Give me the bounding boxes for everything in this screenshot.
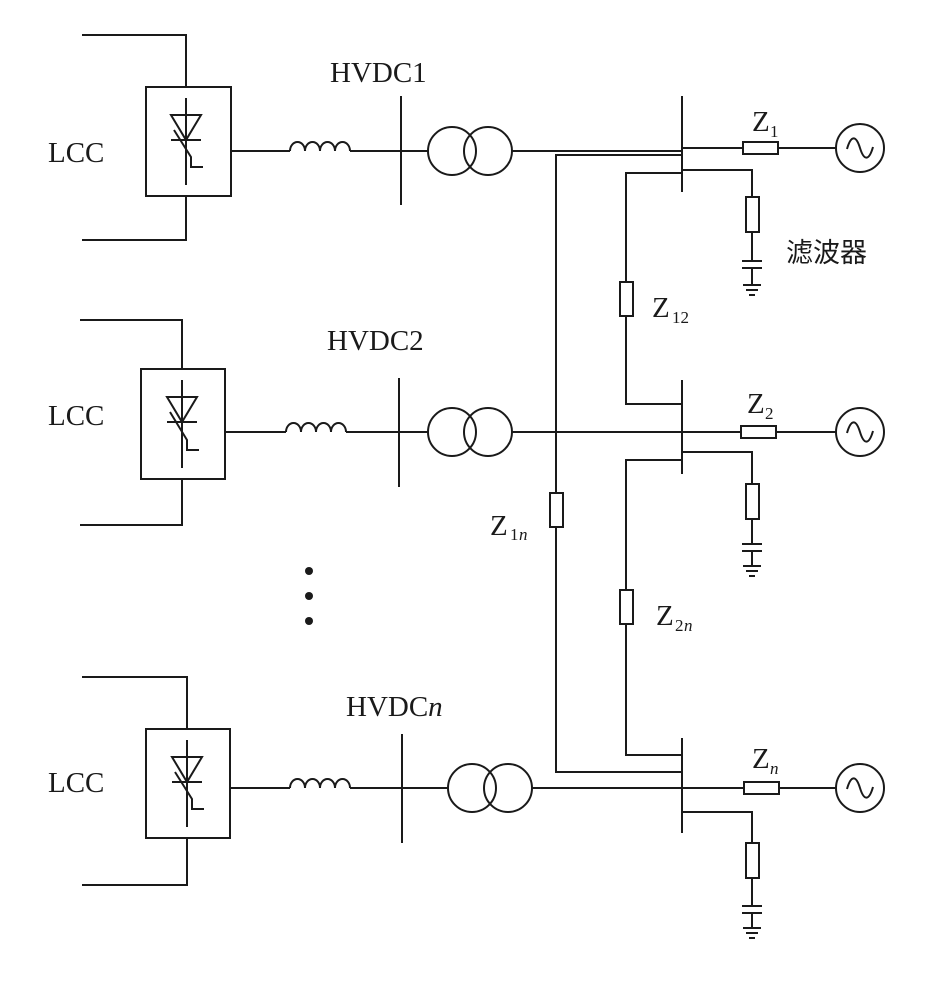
lcc-box-n (145, 728, 231, 839)
transformer-icon (427, 407, 477, 457)
impedance-z2 (740, 425, 777, 439)
dc-line-bottom-1 (82, 196, 187, 241)
converter-1: LCC HVDC1 (48, 34, 682, 241)
dc-line-top-1 (82, 34, 187, 87)
wire (625, 459, 682, 590)
thyristor-icon (165, 380, 199, 468)
impedance-zn (743, 781, 780, 795)
sine-wave-icon (846, 777, 874, 799)
wire (682, 169, 753, 197)
ac-source-icon (835, 763, 885, 813)
source-branch-n: Zn (682, 743, 885, 813)
dc-line-top-n (82, 676, 188, 729)
transformer-icon (463, 407, 513, 457)
source-branch-2: Z2 (682, 388, 885, 457)
filter-n (682, 811, 762, 939)
filter-resistor (745, 842, 760, 879)
wire (682, 811, 753, 843)
hvdc-label-2: HVDC2 (327, 325, 424, 357)
z1-label: Z1 (752, 106, 779, 141)
sine-wave-icon (846, 421, 874, 443)
transformer-icon (427, 126, 477, 176)
zn-label: Zn (752, 743, 779, 778)
smoothing-reactor-icon (289, 778, 351, 789)
dc-line-top-2 (80, 319, 183, 369)
wire (625, 172, 682, 282)
wire (682, 451, 753, 484)
dc-line-bottom-n (82, 838, 188, 886)
hvdc-label-n: HVDCn (346, 691, 443, 723)
ac-source-icon (835, 123, 885, 173)
wire (625, 624, 682, 756)
transformer-icon (447, 763, 497, 813)
ground-icon (743, 565, 761, 577)
lcc-label-n: LCC (48, 767, 104, 799)
impedance-z12 (619, 281, 634, 317)
transformer-icon (463, 126, 513, 176)
wire (555, 154, 682, 493)
z2-label: Z2 (747, 388, 774, 423)
source-branch-1: Z1 (682, 106, 885, 173)
ellipsis-dot (305, 592, 313, 600)
ellipsis-dot (305, 617, 313, 625)
converter-n: LCC HVDCn (48, 676, 682, 886)
impedance-z2n (619, 589, 634, 625)
ac-source-icon (835, 407, 885, 457)
filter-1: 滤波器 (682, 169, 867, 296)
ground-icon (743, 284, 761, 296)
converter-2: LCC HVDC2 (48, 319, 682, 526)
ellipsis-dot (305, 567, 313, 575)
z2n-label: Z2n (656, 600, 693, 635)
dc-line-bottom-2 (80, 479, 183, 526)
hvdc-label-1: HVDC1 (330, 57, 427, 89)
smoothing-reactor-icon (289, 141, 351, 152)
thyristor-icon (170, 740, 204, 827)
thyristor-icon (169, 98, 203, 185)
filter-label: 滤波器 (786, 238, 867, 269)
filter-resistor (745, 196, 760, 233)
wire (625, 316, 682, 405)
wire (555, 527, 682, 773)
lcc-box-1 (145, 86, 232, 197)
ground-icon (743, 927, 761, 939)
filter-2 (682, 451, 762, 577)
filter-resistor (745, 483, 760, 520)
lcc-label-2: LCC (48, 400, 104, 432)
tie-line-z2n: Z2n (619, 459, 693, 756)
smoothing-reactor-icon (285, 422, 347, 433)
lcc-box-2 (140, 368, 226, 480)
ellipsis (305, 567, 313, 625)
impedance-z1 (742, 141, 779, 155)
lcc-label-1: LCC (48, 137, 104, 169)
impedance-z1n (549, 492, 564, 528)
sine-wave-icon (846, 137, 874, 159)
transformer-icon (483, 763, 533, 813)
